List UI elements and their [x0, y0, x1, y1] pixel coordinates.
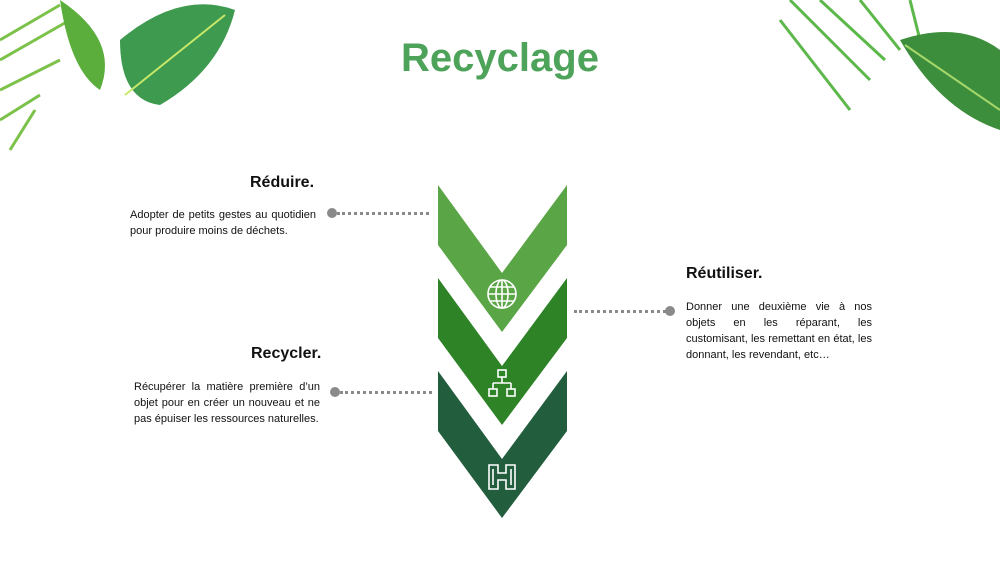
heading-reduire: Réduire.: [250, 174, 315, 191]
palm-leaves-top-right: [778, 0, 1000, 130]
globe-icon: [487, 279, 517, 309]
palm-leaves-top-left: [0, 0, 235, 151]
chevron-stack: [438, 185, 567, 518]
text-reutiliser: Donner une deuxième vie à nos objets en …: [686, 301, 872, 361]
heading-recycler: Recycler.: [251, 345, 322, 362]
heading-reutiliser: Réutiliser.: [686, 265, 763, 282]
connector-line: [337, 212, 429, 215]
connector-dot: [327, 208, 337, 218]
connector-line: [340, 391, 432, 394]
text-reduire: Adopter de petits gestes au quotidien po…: [130, 209, 316, 237]
binoculars-icon: [488, 464, 516, 490]
page-title: Recyclage: [401, 36, 599, 80]
chevron-recycler: [438, 371, 567, 518]
chevron-reutiliser: [438, 278, 567, 425]
connector-dot: [330, 387, 340, 397]
connector-line: [574, 310, 666, 313]
hierarchy-icon: [488, 369, 516, 397]
text-recycler: Récupérer la matière première d’un objet…: [134, 381, 320, 425]
connector-dot: [665, 306, 675, 316]
